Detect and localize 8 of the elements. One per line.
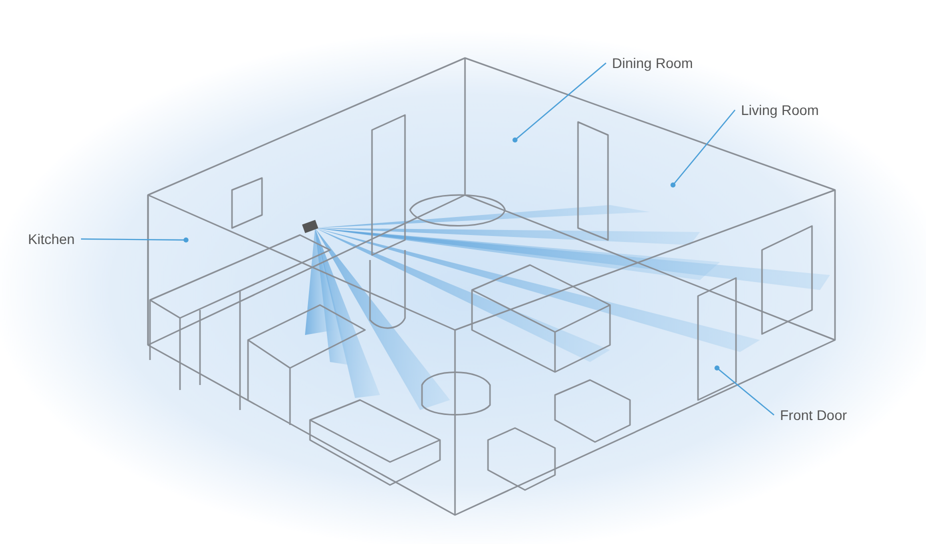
room-label: Kitchen [28, 230, 75, 248]
leader-line [512, 62, 606, 142]
leader-line [81, 238, 188, 242]
leader-line [714, 366, 774, 416]
leader-line [670, 110, 736, 188]
room-label: Front Door [780, 406, 847, 424]
room-label: Dining Room [612, 54, 693, 72]
room-label: Living Room [741, 101, 819, 119]
